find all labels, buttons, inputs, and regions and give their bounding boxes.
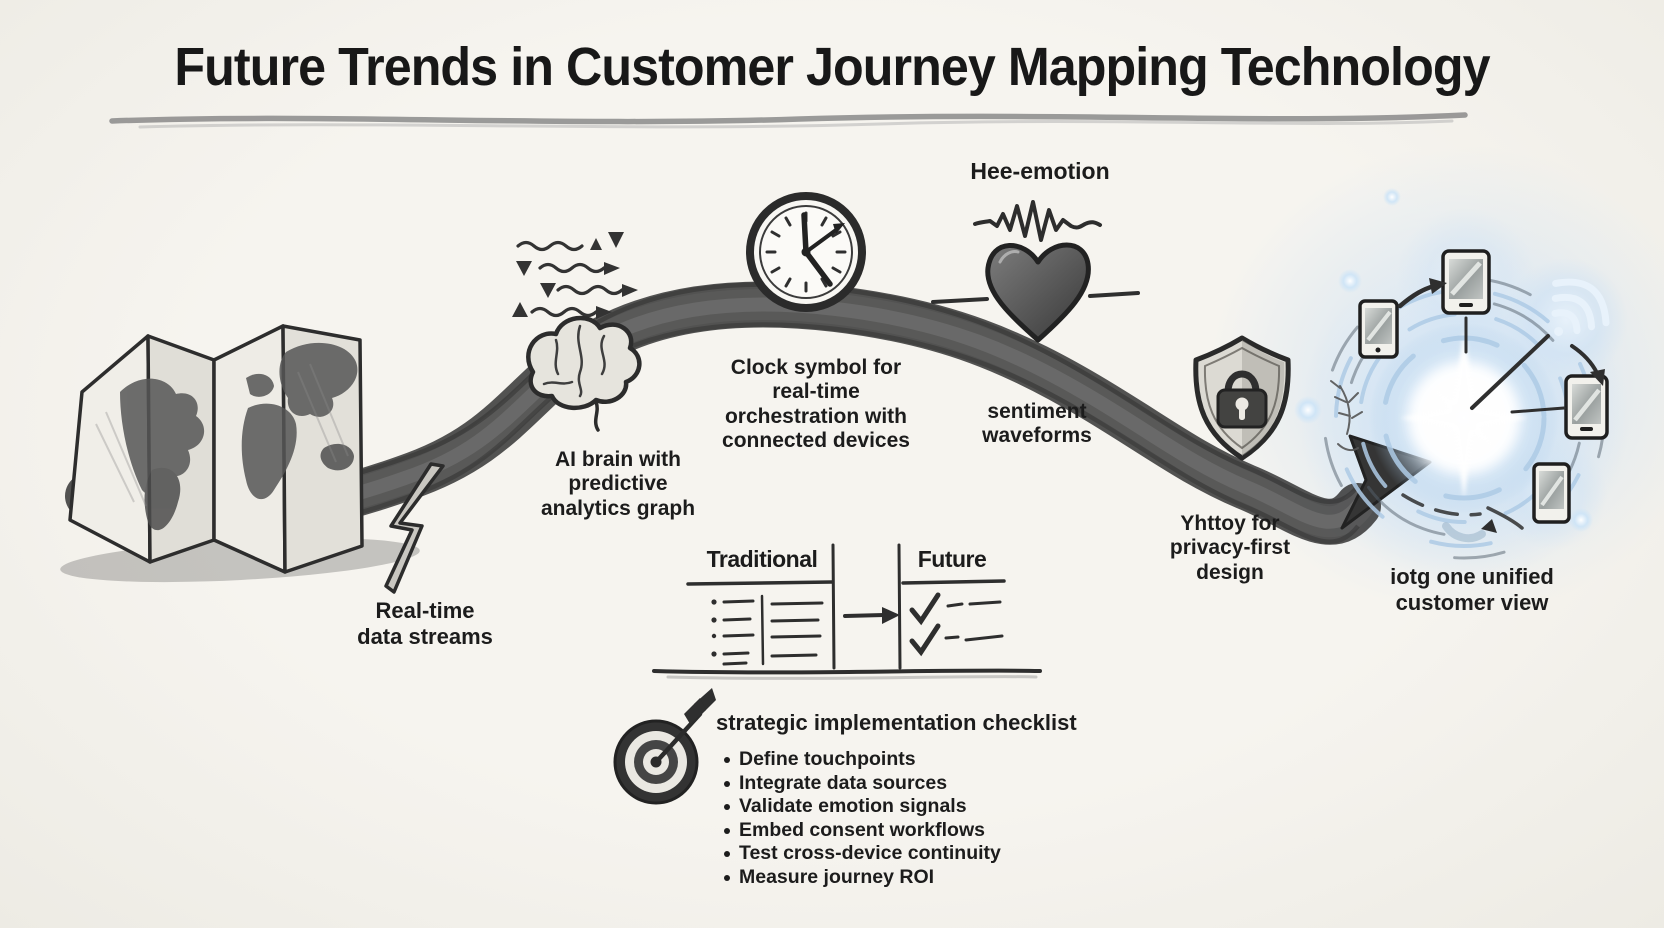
- checklist-item: Validate emotion signals: [722, 795, 1001, 819]
- checklist-item: Test cross-device continuity: [722, 842, 1001, 866]
- clock-icon: [746, 192, 866, 312]
- glow-orb: [1338, 269, 1362, 293]
- ai-brain-caption: AI brain with predictive analytics graph: [540, 448, 696, 520]
- shield-lock-icon: [1193, 335, 1291, 461]
- checklist-item: Embed consent workflows: [722, 819, 1001, 843]
- checklist-heading: strategic implementation checklist: [716, 710, 1077, 735]
- privacy-caption: Yhttoy for privacy-first design: [1169, 512, 1291, 584]
- phone-icon: [1532, 462, 1571, 524]
- heartbeat-wave-icon: [973, 200, 1102, 242]
- table-header-traditional: Traditional: [706, 546, 818, 572]
- unified-view-caption: iotg one unified customer view: [1390, 564, 1554, 615]
- lightning-bolt-icon: [384, 462, 445, 594]
- table-header-future: Future: [917, 546, 987, 572]
- clock-caption: Clock symbol for real-time orchestration…: [722, 356, 910, 453]
- comparison-table-sketch: [652, 543, 1042, 680]
- device-orbit-icon: [1330, 249, 1610, 543]
- phone-icon: [1564, 374, 1609, 440]
- heart-icon: [931, 242, 1140, 343]
- trend-arrows-icon: [512, 232, 638, 319]
- realtime-caption: Real-time data streams: [357, 598, 493, 649]
- glow-orb: [1383, 188, 1401, 206]
- checklist-item: Integrate data sources: [722, 772, 1001, 796]
- checklist-item: Define touchpoints: [722, 748, 1001, 772]
- emotion-wave-label: Hee-emotion: [970, 158, 1110, 184]
- ai-brain-icon: [526, 315, 642, 432]
- orbit-arrows: [1397, 278, 1605, 533]
- checklist-item: Measure journey ROI: [722, 866, 1001, 890]
- glow-orb: [1294, 396, 1322, 424]
- sentiment-caption: sentiment waveforms: [982, 400, 1092, 448]
- page-title: Future Trends in Customer Journey Mappin…: [174, 37, 1490, 97]
- sketch-doodle: [1330, 380, 1363, 452]
- phone-icon: [1358, 299, 1399, 359]
- tablet-icon: [1441, 249, 1491, 315]
- wifi-icon: [1551, 278, 1610, 336]
- title-underline: [109, 112, 1468, 129]
- bullseye-target-icon: [613, 688, 716, 805]
- glow-orb: [1569, 508, 1593, 532]
- world-map-icon: [60, 324, 420, 583]
